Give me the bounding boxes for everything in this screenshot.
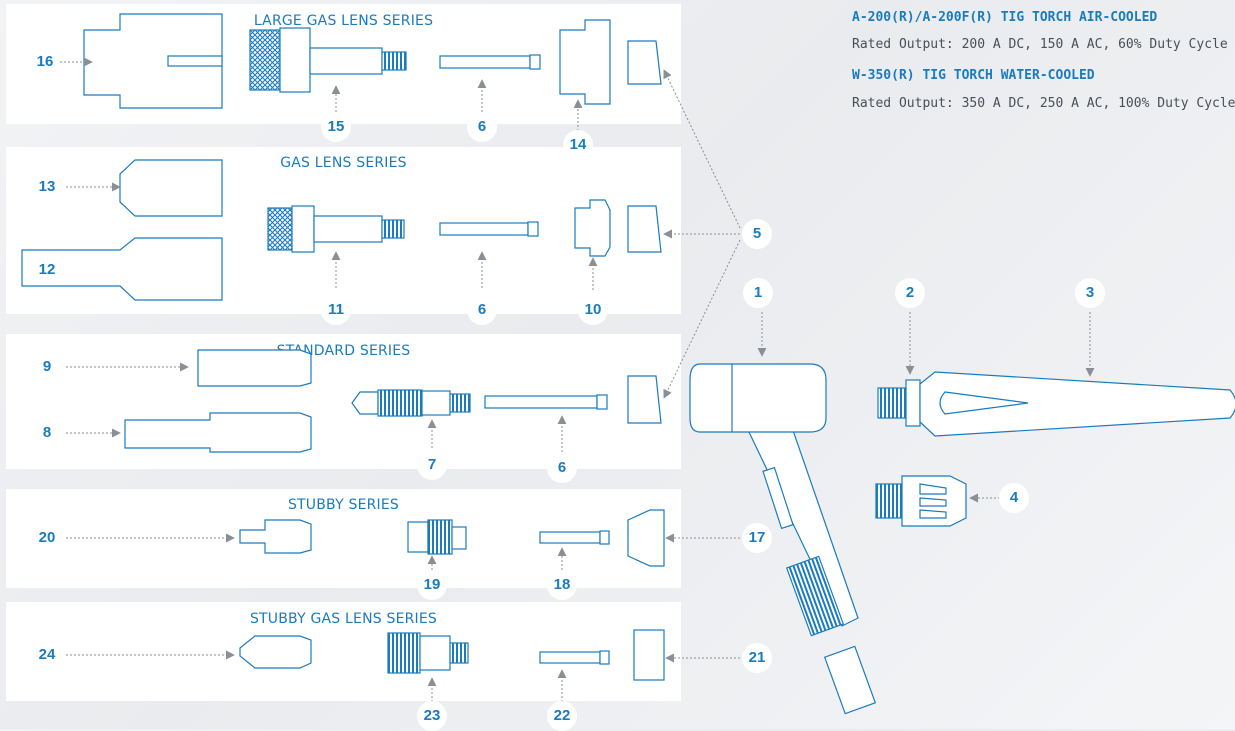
part-13-cup — [119, 159, 223, 217]
part-5-nozzle-a — [627, 40, 662, 85]
callout-24: 24 — [32, 640, 62, 670]
torch2-rating: Rated Output: 350 A DC, 250 A AC, 100% D… — [852, 96, 1235, 111]
callout-13: 13 — [32, 172, 62, 202]
part-5-nozzle-b — [627, 205, 662, 253]
series-title-stubby-gas-lens: STUBBY GAS LENS SERIES — [249, 611, 438, 627]
torch1-rating: Rated Output: 200 A DC, 150 A AC, 60% Du… — [852, 37, 1228, 52]
torch-grip — [785, 555, 845, 637]
series-title-stubby: STUBBY SERIES — [287, 497, 400, 513]
part-11-shaft — [313, 215, 383, 243]
part-21-insulator — [633, 629, 665, 681]
part-6-collet-c — [484, 395, 598, 409]
callout-6b: 6 — [467, 295, 497, 325]
part-6-collet-a-tip — [529, 54, 541, 70]
part-11-thread — [381, 219, 405, 239]
part-22-tip — [599, 650, 610, 665]
part-7-thread — [377, 389, 423, 417]
callout-8: 8 — [32, 418, 62, 448]
torch-head — [689, 363, 827, 433]
callout-7: 7 — [417, 450, 447, 480]
part-16-large-cup — [83, 13, 223, 109]
callout-17: 17 — [742, 523, 772, 553]
part-11-knurled-body — [267, 207, 293, 251]
torch-assembly — [689, 363, 877, 715]
part-23-tip — [449, 642, 469, 664]
callout-15: 15 — [321, 112, 351, 142]
torch1-title: A-200(R)/A-200F(R) TIG TORCH AIR-COOLED — [852, 10, 1158, 25]
part-8-cup — [124, 412, 312, 453]
part-6-collet-c-tip — [596, 394, 608, 410]
leader-5a — [663, 69, 741, 229]
part-6-collet-a — [439, 55, 531, 69]
part-9-cup — [197, 349, 312, 387]
part-6-collet-b — [439, 222, 529, 236]
part-7-collet-body — [351, 391, 379, 415]
torch-connector — [823, 645, 877, 715]
callout-16: 16 — [30, 47, 60, 77]
part-22-collet — [539, 651, 601, 664]
callout-22: 22 — [547, 701, 577, 731]
part-23-thread — [387, 632, 421, 674]
callout-1: 1 — [743, 278, 773, 308]
part-15-knurled-body — [249, 29, 281, 91]
callout-3: 3 — [1075, 278, 1105, 308]
callout-2: 2 — [895, 278, 925, 308]
part-15-thread — [381, 51, 407, 71]
callout-21: 21 — [742, 643, 772, 673]
part-7-neck — [421, 390, 451, 416]
part-16-cup-slot — [167, 55, 223, 67]
part-2-collar — [905, 379, 921, 427]
part-19-neck — [451, 526, 467, 550]
part-3-long-cap — [919, 371, 1235, 437]
part-24-cup — [239, 635, 312, 669]
part-6-collet-b-tip — [527, 221, 539, 237]
callout-6c: 6 — [547, 453, 577, 483]
part-11-collar — [291, 205, 315, 253]
series-title-large-gas-lens: LARGE GAS LENS SERIES — [253, 13, 434, 29]
part-15-shaft — [309, 47, 383, 75]
part-17-insulator — [627, 509, 665, 567]
callout-5: 5 — [742, 219, 772, 249]
part-12-cup — [21, 237, 223, 301]
part-20-cup — [239, 519, 312, 554]
part-18-tip — [599, 530, 610, 545]
callout-12: 12 — [32, 255, 62, 285]
part-14-insulator — [559, 19, 611, 105]
callout-4: 4 — [999, 483, 1029, 513]
callout-23: 23 — [417, 701, 447, 731]
part-10-gas-lens — [574, 199, 611, 257]
part-15-collar — [279, 27, 311, 93]
part-3-cap-groove — [939, 391, 1029, 415]
callout-14: 14 — [563, 130, 593, 160]
callout-11: 11 — [321, 295, 351, 325]
callout-9: 9 — [32, 352, 62, 382]
leader-5c — [663, 239, 741, 399]
part-5-nozzle-c — [627, 375, 662, 424]
torch2-title: W-350(R) TIG TORCH WATER-COOLED — [852, 68, 1095, 83]
callout-10: 10 — [578, 295, 608, 325]
part-19-body — [407, 521, 429, 553]
series-title-gas-lens: GAS LENS SERIES — [280, 155, 407, 171]
part-23-body — [419, 635, 451, 671]
callout-6a: 6 — [467, 112, 497, 142]
part-7-tip — [449, 393, 471, 413]
part-2-thread — [877, 387, 907, 419]
callout-18: 18 — [547, 570, 577, 600]
part-4-thread — [875, 483, 903, 519]
part-18-collet — [539, 531, 601, 544]
callout-19: 19 — [417, 570, 447, 600]
part-19-thread — [427, 519, 453, 555]
callout-20: 20 — [32, 523, 62, 553]
torch-handle-slot — [762, 466, 794, 530]
